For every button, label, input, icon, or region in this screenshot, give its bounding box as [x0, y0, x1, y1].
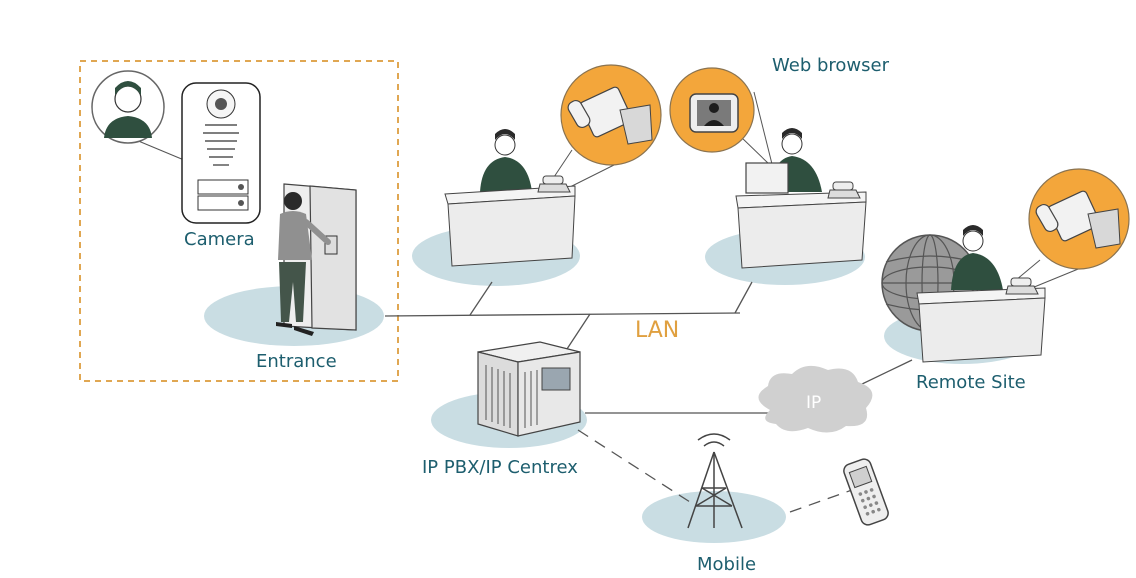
entrance-zone-box: [79, 60, 399, 382]
entrance-label: Entrance: [256, 351, 337, 372]
web-browser-label: Web browser: [772, 55, 889, 76]
ip-label: IP: [806, 393, 822, 413]
desk-phone-callout-1: [560, 64, 662, 166]
desk-phone-callout-2: [1028, 168, 1130, 270]
ip-pbx-label: IP PBX/IP Centrex: [422, 457, 578, 478]
video-call-icon: [669, 67, 755, 153]
mobile-label: Mobile: [697, 554, 757, 575]
monitor-icon: [745, 162, 789, 194]
cell-tower-icon: [687, 433, 743, 529]
visitor-person-icon: [276, 192, 331, 336]
camera-label: Camera: [184, 229, 255, 250]
camera-face-callout: [91, 70, 197, 166]
workstation-2: [735, 91, 867, 269]
pbx-server-icon: [477, 341, 581, 437]
workstation-remote: [916, 225, 1111, 363]
lan-label: LAN: [635, 318, 680, 343]
mobile-phone-icon: [843, 458, 889, 526]
workstation-1: [444, 129, 621, 267]
wireless-links: [577, 429, 853, 513]
cloud-icon: [758, 365, 873, 433]
remote-site-label: Remote Site: [916, 372, 1026, 393]
lan-lines: [384, 281, 913, 414]
intercom-camera-icon: [181, 82, 261, 224]
